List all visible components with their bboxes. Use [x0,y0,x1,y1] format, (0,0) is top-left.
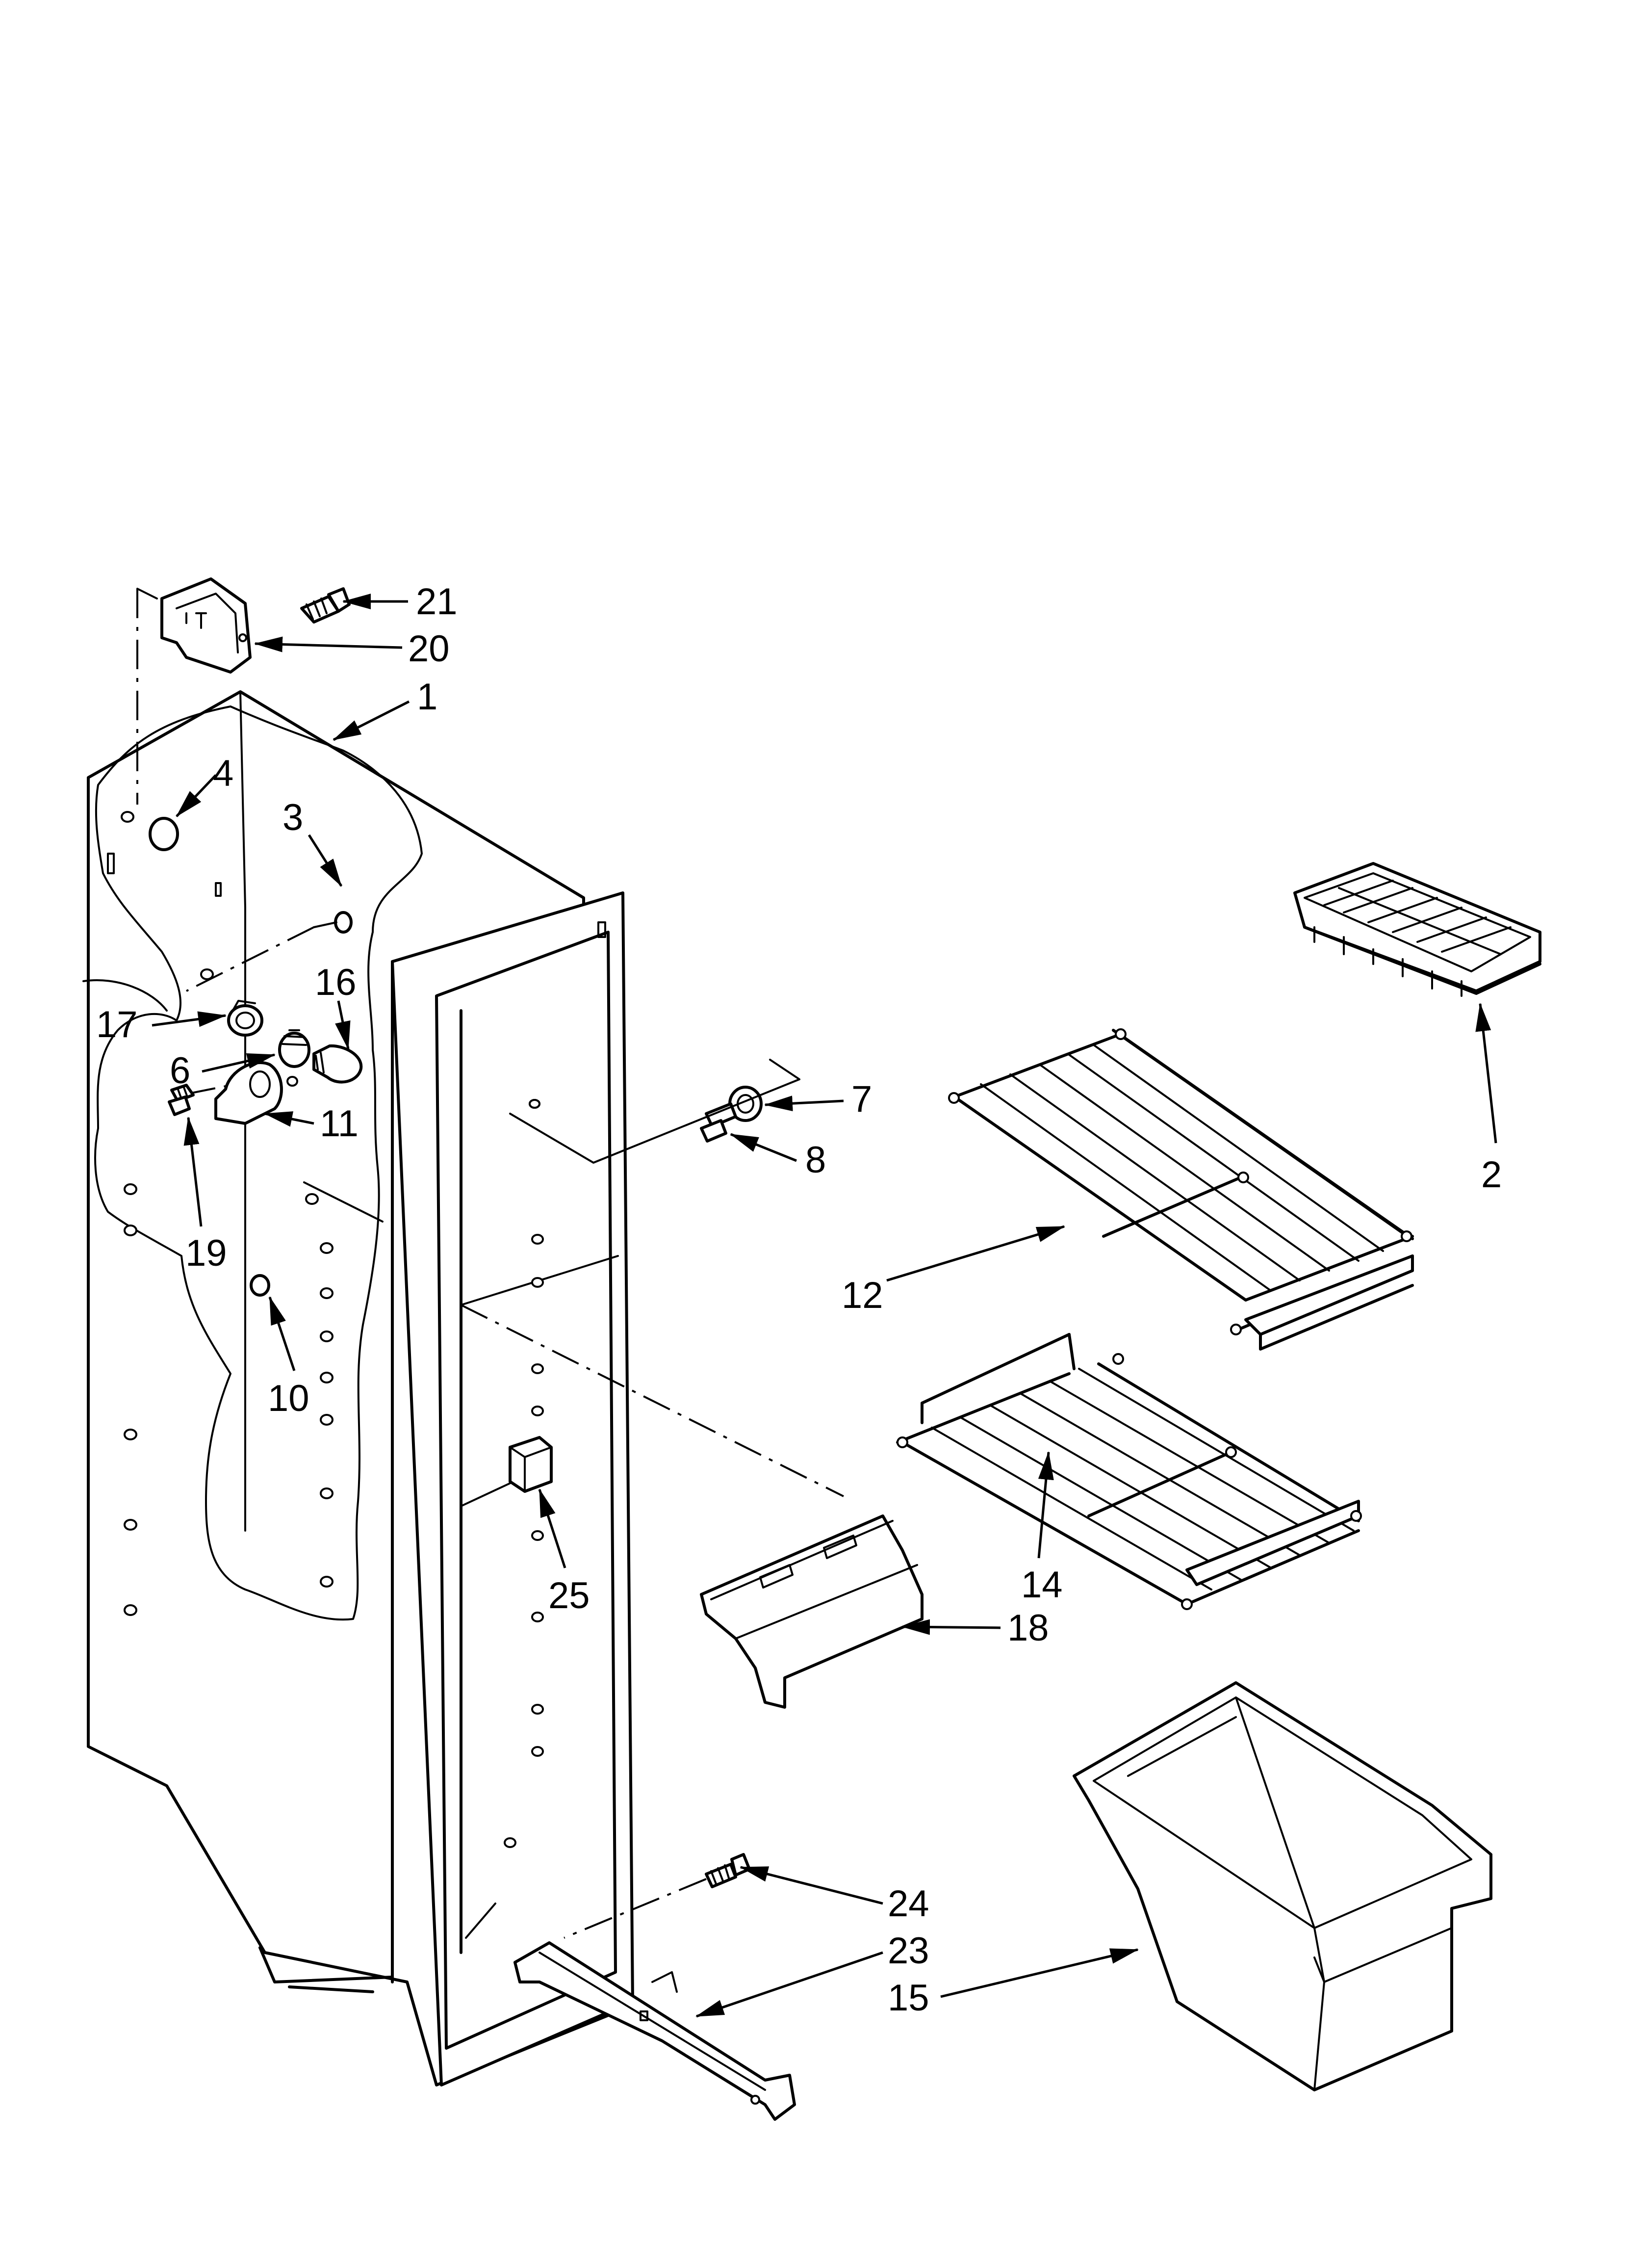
callout-14: 14 [1021,1564,1063,1606]
callout-11: 11 [320,1103,359,1145]
leader-2 [1475,1003,1497,1144]
callout-12: 12 [842,1275,883,1316]
callout-16: 16 [315,962,357,1003]
shelf-support-18 [700,1514,924,1709]
leader-7 [764,1095,844,1112]
callout-8: 8 [805,1139,826,1181]
leader-1 [333,700,410,741]
callout-4: 4 [213,753,233,794]
leader-arrows [152,594,1497,2018]
leader-18 [901,1619,1001,1635]
leader-12 [886,1225,1065,1282]
screw-21 [300,587,351,624]
leader-15 [940,1948,1139,1998]
callout-24: 24 [888,1883,929,1925]
callout-18: 18 [1007,1607,1049,1649]
plug-4 [121,811,179,851]
leader-16 [335,1000,351,1050]
callout-23: 23 [888,1930,929,1972]
leader-11 [264,1111,314,1127]
leader-25 [538,1488,566,1568]
leader-8 [730,1133,797,1162]
callout-19: 19 [185,1232,227,1274]
callout-labels: 21 20 1 4 3 16 17 6 11 19 10 7 8 12 2 14… [96,581,1502,2019]
ice-tray [1293,862,1541,997]
leader-23 [695,1951,883,2018]
leader-24 [740,1866,883,1905]
leader-4 [176,774,217,817]
leader-6 [202,1053,276,1073]
bracket-23 [513,1941,796,2121]
switch-25 [509,1436,553,1493]
light-assembly [168,968,363,1297]
leader-14 [1037,1451,1054,1559]
leader-10 [268,1296,296,1371]
callout-15: 15 [888,1977,929,2019]
screw-8 [700,1102,737,1143]
callout-17: 17 [96,1004,138,1045]
leader-19 [183,1117,203,1227]
callout-10: 10 [268,1378,309,1419]
thermostat-housing [160,577,252,674]
callout-25: 25 [548,1575,590,1616]
callout-20: 20 [408,628,450,670]
callout-2: 2 [1481,1154,1502,1196]
screw-3 [313,911,353,934]
callout-3: 3 [282,797,303,838]
bin-15 [1073,1681,1492,2091]
callout-1: 1 [417,676,437,718]
freezer-liner [82,690,634,2086]
leader-17 [152,1011,227,1027]
shelf-12 [948,1028,1414,1351]
screw-24 [705,1853,751,1888]
leader-20 [254,636,403,652]
leader-3 [308,834,343,887]
callout-6: 6 [170,1050,190,1092]
callout-21: 21 [416,581,458,623]
callout-7: 7 [851,1078,872,1120]
shelf-14 [896,1333,1362,1610]
